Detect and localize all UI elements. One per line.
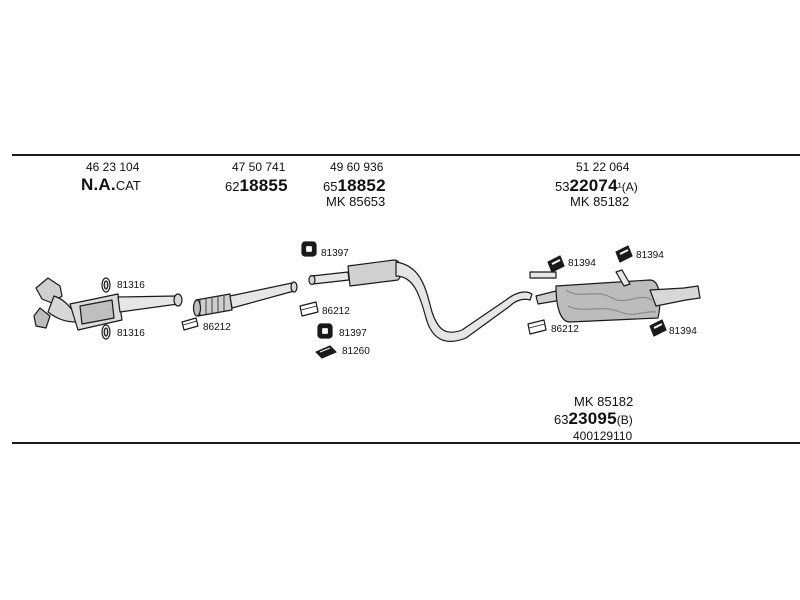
group3-code-main: 18852	[337, 176, 386, 195]
group4-code-main: 22074	[569, 176, 618, 195]
group4-oe-number: 51 22 064	[576, 160, 630, 174]
front-pipe	[192, 281, 298, 317]
part-label-cat-top: 81316	[117, 280, 145, 291]
bottom-code-prefix: 63	[554, 412, 569, 427]
catalytic-converter	[33, 277, 183, 331]
rubber-mount-icon-mid-top	[301, 241, 317, 257]
bottom-oe-number: 400129110	[573, 429, 633, 443]
group4-kit-number: MK 85182	[570, 194, 630, 209]
group2-code: 6218855	[225, 176, 288, 196]
rubber-mount-icon-rear-bottom	[649, 319, 667, 337]
bottom-code-suffix: (B)	[616, 413, 633, 427]
group4-code-prefix: 53	[555, 179, 570, 194]
clamp-icon-mid	[299, 301, 319, 317]
part-label-mid-gasket: 81260	[342, 346, 370, 357]
part-label-rear-right: 81394	[636, 250, 664, 261]
group1-oe-number: 46 23 104	[86, 160, 140, 174]
top-divider-line	[12, 154, 800, 156]
group3-oe-number: 49 60 936	[330, 160, 384, 174]
rear-silencer	[529, 269, 701, 323]
middle-silencer	[308, 259, 533, 342]
part-label-cat-bottom: 81316	[117, 328, 145, 339]
gasket-icon-mid	[315, 345, 337, 359]
rubber-mount-icon-rear-right	[615, 245, 633, 263]
bottom-code-main: 23095	[568, 409, 617, 428]
group2-code-prefix: 62	[225, 179, 240, 194]
group4-code: 5322074¹(A)	[555, 176, 638, 196]
rubber-mount-icon-mid-bottom	[317, 323, 333, 339]
part-label-mid-rubber: 81397	[339, 328, 367, 339]
gasket-icon-cat-top	[101, 277, 111, 293]
clamp-icon-front-pipe	[181, 317, 199, 331]
group3-code-prefix: 65	[323, 179, 338, 194]
part-label-frontpipe-clamp: 86212	[203, 322, 231, 333]
group4-code-suffix: ¹(A)	[617, 180, 638, 194]
bottom-divider-line	[12, 442, 800, 444]
part-label-mid-top: 81397	[321, 248, 349, 259]
bottom-kit-number: MK 85182	[574, 394, 634, 409]
group3-code: 6518852	[323, 176, 386, 196]
group1-code-main: N.A.	[81, 175, 116, 194]
group1-code: N.A.CAT	[81, 175, 141, 195]
group2-oe-number: 47 50 741	[232, 160, 286, 174]
part-label-rear-bottom: 81394	[669, 326, 697, 337]
group1-code-suffix: CAT	[115, 178, 141, 193]
part-label-rear-clamp: 86212	[551, 324, 579, 335]
group2-code-main: 18855	[239, 176, 288, 195]
part-label-mid-clamp: 86212	[322, 306, 350, 317]
clamp-icon-rear	[527, 319, 547, 335]
part-label-rear-left: 81394	[568, 258, 596, 269]
gasket-icon-cat-bottom	[101, 324, 111, 340]
bottom-code: 6323095(B)	[554, 409, 633, 429]
group3-kit-number: MK 85653	[326, 194, 386, 209]
rubber-mount-icon-rear-left	[547, 255, 565, 273]
